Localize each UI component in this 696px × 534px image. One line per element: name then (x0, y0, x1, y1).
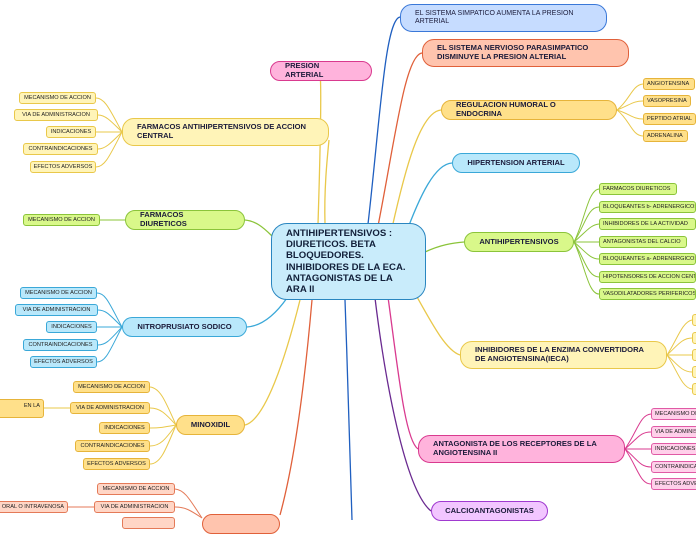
leaf-bottom-partial[interactable] (122, 517, 175, 529)
link-minoxidil (244, 299, 301, 426)
leaf-mino-via-detail[interactable]: EN LA (0, 399, 44, 418)
ara-leaf-links (624, 413, 652, 485)
leaf-ieca-5[interactable] (692, 383, 696, 395)
leaf-ara-contraindicaciones[interactable]: CONTRAINDICACIONES (651, 461, 696, 473)
topic-nitroprusiato[interactable]: NITROPRUSIATO SODICO (122, 317, 247, 337)
leaf-adrenalina[interactable]: ADRENALINA (643, 130, 688, 142)
leaf-farmacos-diureticos[interactable]: FARMACOS DIURETICOS (599, 183, 677, 195)
antihipertensivos-leaf-links (573, 188, 600, 295)
leaf-angiotensina[interactable]: ANGIOTENSINA (643, 78, 695, 90)
topic-central-action[interactable]: FARMACOS ANTIHIPERTENSIVOS DE ACCION CEN… (122, 118, 329, 146)
leaf-diureticos-mecanismo[interactable]: MECANISMO DE ACCION (23, 214, 100, 226)
bottom-leaf-links (68, 488, 203, 519)
leaf-ara-efectos[interactable]: EFECTOS ADVERSOS (651, 478, 696, 490)
link-parasimpatico (377, 52, 423, 227)
leaf-ca-mecanismo[interactable]: MECANISMO DE ACCION (19, 92, 96, 104)
leaf-nitro-via[interactable]: VIA DE ADMINISTRACION (15, 304, 98, 316)
link-presion (317, 71, 322, 225)
link-nitroprusiato (246, 297, 288, 328)
leaf-bottom-via-detail[interactable]: ORAL O INTRAVENOSA (0, 501, 68, 513)
leaf-nitro-mecanismo[interactable]: MECANISMO DE ACCION (20, 287, 97, 299)
link-bottom-blue (344, 299, 353, 520)
leaf-ca-efectos[interactable]: EFECTOS ADVERSOS (30, 161, 96, 173)
leaf-vasodilatadores[interactable]: VASODILATADORES PERIFERICOS (599, 288, 696, 300)
leaf-mino-indicaciones[interactable]: INDICACIONES (99, 422, 150, 434)
leaf-nitro-efectos[interactable]: EFECTOS ADVERSOS (30, 356, 97, 368)
minoxidil-leaf-links (44, 386, 177, 465)
connector-lines (44, 16, 693, 520)
topic-simpatico[interactable]: EL SISTEMA SIMPATICO AUMENTA LA PRESION … (400, 4, 607, 32)
link-regulacion (391, 109, 442, 229)
topic-antihipertensivos[interactable]: ANTIHIPERTENSIVOS (464, 232, 574, 252)
leaf-ca-indicaciones[interactable]: INDICACIONES (46, 126, 96, 138)
leaf-inhibidores-actividad[interactable]: INHIBIDORES DE LA ACTIVIDAD (599, 218, 696, 230)
leaf-bloqueantes-b[interactable]: BLOQUEANTES b- ADRENERGICOS (599, 201, 696, 213)
leaf-ca-contraindicaciones[interactable]: CONTRAINDICACIONES (23, 143, 98, 155)
leaf-ieca-4[interactable] (692, 366, 696, 378)
leaf-ieca-3[interactable] (692, 349, 696, 361)
link-ara (387, 296, 419, 450)
leaf-mino-mecanismo[interactable]: MECANISMO DE ACCION (73, 381, 150, 393)
leaf-ara-mecanismo[interactable]: MECANISMO DE ACCION (651, 408, 696, 420)
link-bottom-salmon (279, 299, 313, 516)
leaf-mino-efectos[interactable]: EFECTOS ADVERSOS (83, 458, 150, 470)
leaf-vasopresina[interactable]: VASOPRESINA (643, 95, 691, 107)
leaf-bottom-via[interactable]: VIA DE ADMINISTRACION (94, 501, 175, 513)
nitroprusiato-leaf-links (96, 292, 123, 363)
link-ieca (411, 287, 461, 356)
topic-presion-arterial[interactable]: PRESION ARTERIAL (270, 61, 372, 81)
topic-ieca[interactable]: INHIBIDORES DE LA ENZIMA CONVERTIDORA DE… (460, 341, 667, 369)
leaf-antagonistas-calcio[interactable]: ANTAGONISTAS DEL CALCIO (599, 236, 687, 248)
topic-parasimpatico[interactable]: EL SISTEMA NERVIOSO PARASIMPATICO DISMIN… (422, 39, 629, 67)
link-calcio (374, 297, 432, 512)
regulacion-leaf-links (616, 83, 644, 137)
link-antihipertensivos (424, 241, 465, 253)
central-topic[interactable]: ANTIHIPERTENSIVOS : DIURETICOS. BETA BLO… (271, 223, 426, 300)
topic-bottom-partial[interactable] (202, 514, 280, 534)
leaf-ieca-1[interactable] (692, 314, 696, 326)
topic-ara[interactable]: ANTAGONISTA DE LOS RECEPTORES DE LA ANGI… (418, 435, 625, 463)
topic-regulacion[interactable]: REGULACION HUMORAL O ENDOCRINA (441, 100, 617, 120)
topic-calcioantagonistas[interactable]: CALCIOANTAGONISTAS (431, 501, 548, 521)
link-central-action (324, 139, 330, 225)
leaf-nitro-indicaciones[interactable]: INDICACIONES (46, 321, 97, 333)
leaf-nitro-contraindicaciones[interactable]: CONTRAINDICACIONES (23, 339, 98, 351)
leaf-peptido-atrial[interactable]: PEPTIDO ATRIAL (643, 113, 696, 125)
ieca-leaf-links (666, 319, 693, 390)
leaf-mino-contraindicaciones[interactable]: CONTRAINDICACIONES (75, 440, 150, 452)
leaf-hipotensores-central[interactable]: HIPOTENSORES DE ACCION CENTRAL (599, 271, 696, 283)
topic-hipertension[interactable]: HIPERTENSION ARTERIAL (452, 153, 580, 173)
leaf-mino-via[interactable]: VIA DE ADMINISTRACION (70, 402, 150, 414)
topic-diureticos[interactable]: FARMACOS DIURETICOS (125, 210, 245, 230)
leaf-ca-via[interactable]: VIA DE ADMINISTRACION (14, 109, 98, 121)
central-action-leaf-links (95, 97, 123, 168)
link-simpatico (367, 16, 401, 225)
leaf-ieca-2[interactable] (692, 332, 696, 344)
leaf-bottom-mecanismo[interactable]: MECANISMO DE ACCION (97, 483, 175, 495)
link-diureticos (244, 219, 273, 237)
leaf-ara-via[interactable]: VIA DE ADMINISTRACION (651, 426, 696, 438)
leaf-ara-indicaciones[interactable]: INDICACIONES (651, 443, 696, 455)
topic-minoxidil[interactable]: MINOXIDIL (176, 415, 245, 435)
leaf-bloqueantes-a[interactable]: BLOQUEANTES a- ADRENERGICOS (599, 253, 696, 265)
